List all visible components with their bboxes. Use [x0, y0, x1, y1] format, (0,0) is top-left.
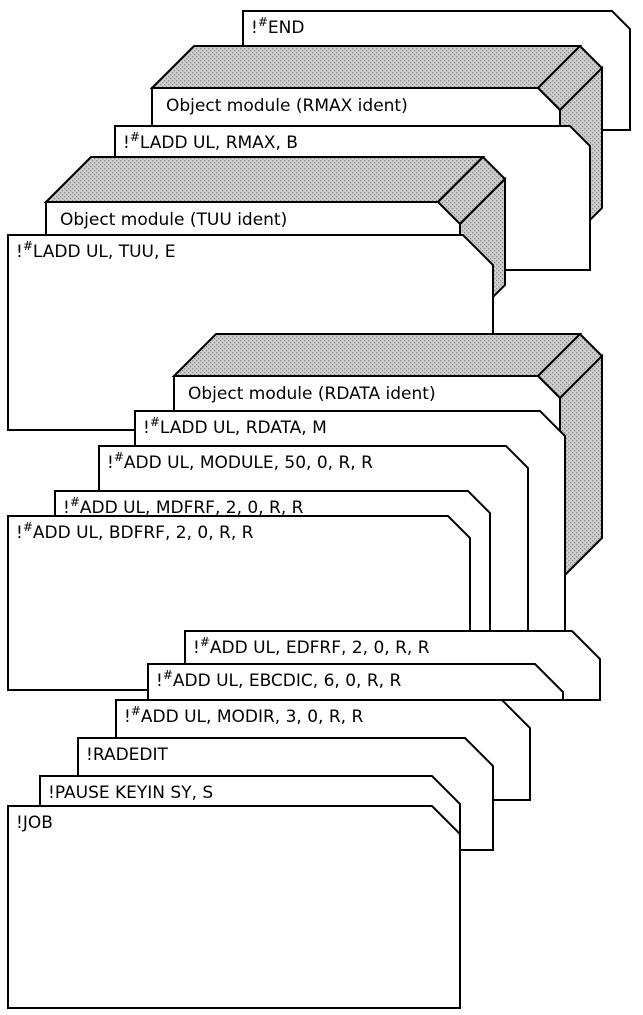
- card-label: !#LADD UL, RMAX, B: [123, 130, 298, 153]
- card-superscript: #: [258, 15, 268, 29]
- card-label: !#LADD UL, RDATA, M: [143, 415, 327, 438]
- card-prefix: !: [143, 418, 150, 438]
- card-text: JOB: [22, 813, 53, 833]
- card-text: ADD UL, MDFRF, 2, 0, R, R: [80, 498, 304, 518]
- card-label: !JOB: [16, 813, 53, 833]
- card-superscript: #: [130, 130, 140, 144]
- card-superscript: #: [23, 520, 33, 534]
- card-label: Object module (TUU ident): [60, 210, 287, 230]
- card-prefix: !: [16, 813, 23, 833]
- card-label: !#ADD UL, EBCDIC, 6, 0, R, R: [156, 668, 401, 691]
- card-prefix: !: [156, 671, 163, 691]
- card-text: ADD UL, EDFRF, 2, 0, R, R: [210, 638, 430, 658]
- card-text: Object module (RMAX ident): [166, 96, 408, 116]
- card-superscript: #: [131, 704, 141, 718]
- card-label: !#END: [251, 15, 304, 38]
- card-superscript: #: [200, 635, 210, 649]
- card-prefix: !: [193, 638, 200, 658]
- card-text: ADD UL, EBCDIC, 6, 0, R, R: [173, 671, 402, 691]
- card-text: RADEDIT: [93, 745, 169, 765]
- card-label: !#ADD UL, MODIR, 3, 0, R, R: [124, 704, 363, 727]
- card-label: !#ADD UL, BDFRF, 2, 0, R, R: [16, 520, 254, 543]
- card-text: END: [268, 18, 305, 38]
- card-prefix: !: [16, 523, 23, 543]
- card-label: !#ADD UL, MDFRF, 2, 0, R, R: [63, 495, 304, 518]
- card-superscript: #: [23, 239, 33, 253]
- card-label: !#ADD UL, EDFRF, 2, 0, R, R: [193, 635, 430, 658]
- card-prefix: !: [48, 783, 55, 803]
- card-prefix: !: [251, 18, 258, 38]
- card-superscript: #: [150, 415, 160, 429]
- card-label: !PAUSE KEYIN SY, S: [48, 783, 213, 803]
- card-text: LADD UL, TUU, E: [33, 242, 176, 262]
- card-label: !#LADD UL, TUU, E: [16, 239, 176, 262]
- slab-top-face: [43, 156, 486, 203]
- card-job: !JOB: [7, 805, 461, 1009]
- card-add-ebcdic: !#ADD UL, EBCDIC, 6, 0, R, R: [147, 663, 564, 701]
- card-label: !RADEDIT: [86, 745, 169, 765]
- card-text: Object module (RDATA ident): [188, 384, 436, 404]
- card-text: Object module (TUU ident): [60, 210, 287, 230]
- card-prefix: !: [63, 498, 70, 518]
- card-label: !#ADD UL, MODULE, 50, 0, R, R: [107, 450, 373, 473]
- card-prefix: !: [123, 133, 130, 153]
- slab-top-face: [171, 333, 583, 377]
- card-superscript: #: [163, 668, 173, 682]
- card-text: ADD UL, MODULE, 50, 0, R, R: [124, 453, 373, 473]
- card-text: ADD UL, MODIR, 3, 0, R, R: [141, 707, 364, 727]
- slab-top-face: [149, 45, 583, 89]
- card-text: LADD UL, RMAX, B: [140, 133, 298, 153]
- card-label: Object module (RMAX ident): [166, 96, 408, 116]
- card-superscript: #: [114, 450, 124, 464]
- card-superscript: #: [70, 495, 80, 509]
- card-prefix: !: [16, 242, 23, 262]
- card-prefix: !: [107, 453, 114, 473]
- card-label: Object module (RDATA ident): [188, 384, 436, 404]
- card-text: ADD UL, BDFRF, 2, 0, R, R: [33, 523, 254, 543]
- card-prefix: !: [124, 707, 131, 727]
- card-prefix: !: [86, 745, 93, 765]
- card-outline: [7, 805, 461, 1009]
- card-text: LADD UL, RDATA, M: [160, 418, 327, 438]
- card-text: PAUSE KEYIN SY, S: [55, 783, 213, 803]
